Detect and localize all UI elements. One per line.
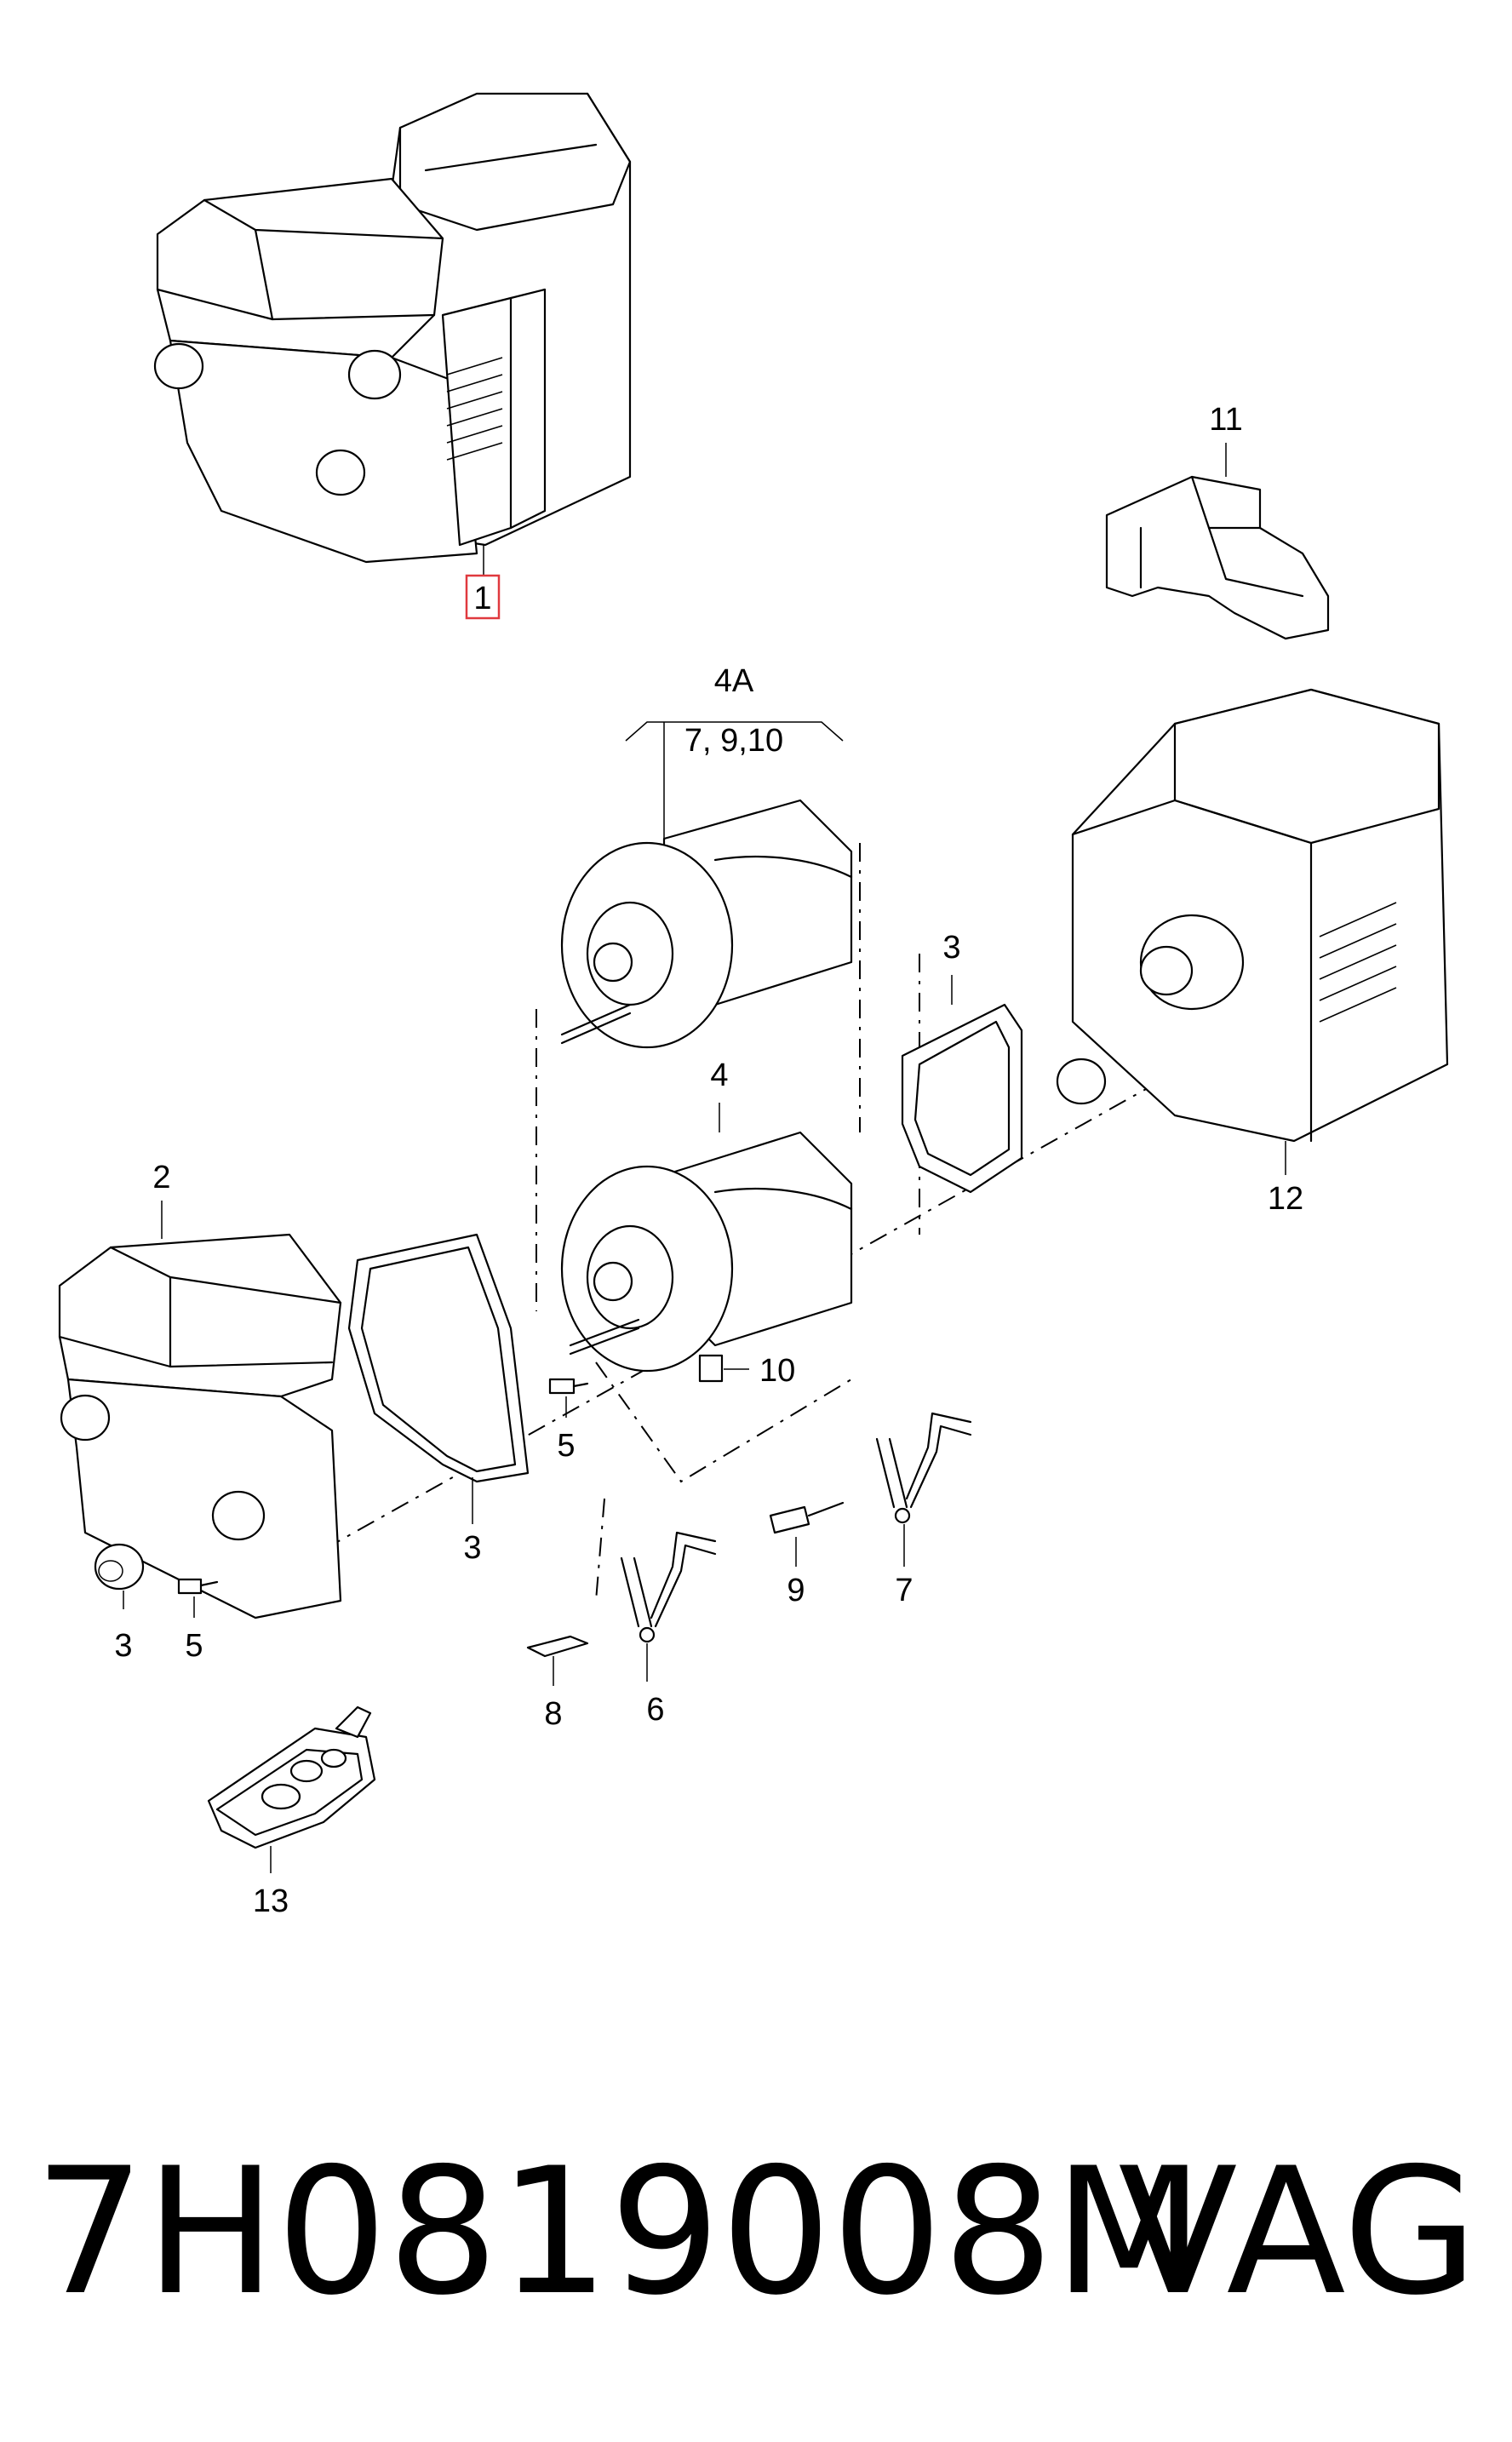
callout-4A-contents[interactable]: 7, 9,10 — [684, 723, 783, 759]
part-5-screw-left[interactable] — [177, 1578, 219, 1595]
callout-4A[interactable]: 4A — [714, 663, 754, 699]
part-10-clip[interactable] — [698, 1354, 724, 1383]
callout-13[interactable]: 13 — [253, 1883, 289, 1919]
part-11-cover[interactable] — [1105, 475, 1330, 640]
part-1-heater-assembly[interactable] — [153, 92, 632, 564]
callout-12[interactable]: 12 — [1268, 1181, 1303, 1217]
wiring-bracket — [595, 1361, 852, 1483]
callout-10[interactable]: 10 — [759, 1353, 795, 1389]
callout-4[interactable]: 4 — [710, 1058, 728, 1093]
callout-11[interactable]: 11 — [1209, 402, 1242, 438]
callout-1-highlight-box — [465, 574, 501, 620]
part-3-plug[interactable] — [94, 1543, 145, 1591]
wiring-axis — [595, 1498, 605, 1602]
part-6-connector[interactable] — [620, 1531, 717, 1643]
bracket-4A — [625, 721, 844, 742]
part-5-screw-mid[interactable] — [548, 1378, 589, 1395]
callout-6[interactable]: 6 — [646, 1692, 664, 1728]
callout-2[interactable]: 2 — [152, 1160, 170, 1195]
part-13-remote-control[interactable] — [207, 1705, 376, 1849]
part-12-heater-body[interactable] — [1056, 688, 1449, 1143]
part-8-washer[interactable] — [526, 1635, 589, 1658]
callout-1[interactable]: 1 — [473, 581, 491, 616]
callout-7[interactable]: 7 — [895, 1573, 913, 1608]
part-7-connector[interactable] — [875, 1412, 972, 1524]
part-3-gasket-upper[interactable] — [901, 1003, 1023, 1194]
part-4A-burner-set[interactable] — [560, 799, 853, 1049]
callout-5-mid[interactable]: 5 — [557, 1428, 575, 1464]
part-9-terminal[interactable] — [769, 1501, 845, 1534]
brand-label: VAG — [1118, 2131, 1478, 2334]
callout-9[interactable]: 9 — [787, 1573, 805, 1608]
callout-8[interactable]: 8 — [544, 1696, 562, 1732]
callout-3-gasket-top[interactable]: 3 — [942, 930, 960, 966]
callout-3-gasket-left[interactable]: 3 — [463, 1530, 481, 1566]
callout-5-left[interactable]: 5 — [185, 1628, 203, 1664]
part-3-gasket-lower[interactable] — [347, 1233, 530, 1483]
part-4-burner[interactable] — [560, 1131, 853, 1373]
part-number-label: 7H0819008M — [34, 2131, 1205, 2334]
callout-3-plug[interactable]: 3 — [114, 1628, 132, 1664]
